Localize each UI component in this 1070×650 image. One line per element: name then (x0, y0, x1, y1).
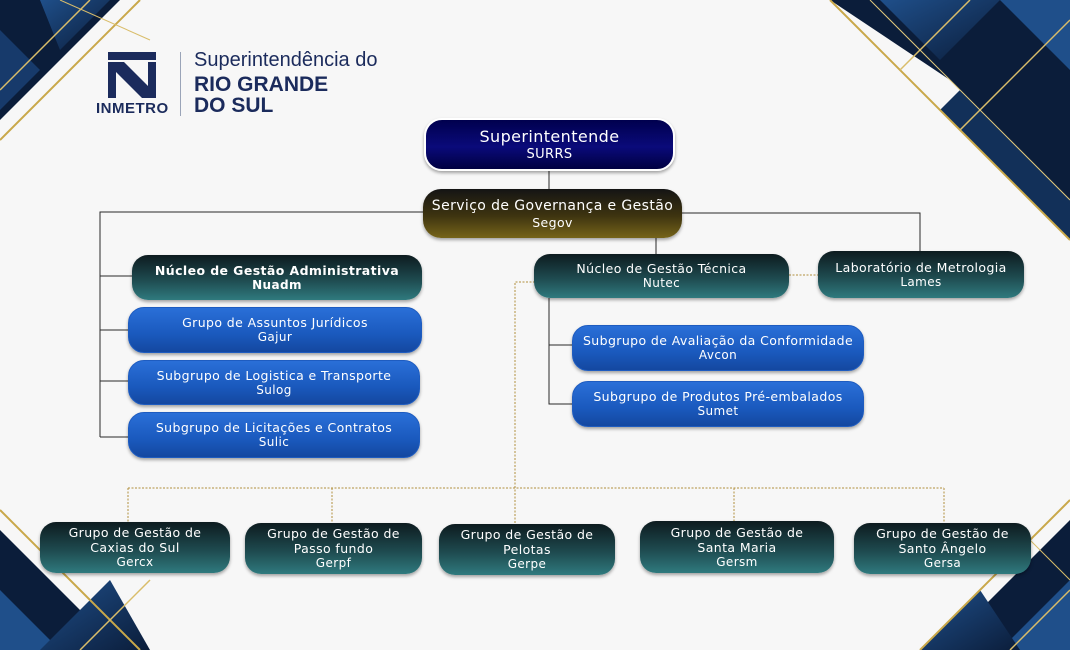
node-sulic: Subgrupo de Licitações e Contratos Sulic (128, 412, 420, 458)
node-abbr: Sumet (697, 404, 739, 418)
node-superintendente: Superintentende SURRS (424, 118, 675, 171)
node-abbr: Gajur (257, 330, 293, 344)
node-gerpf: Grupo de Gestão de Passo fundo Gerpf (245, 523, 422, 574)
node-name: Núcleo de Gestão Administrativa (154, 262, 400, 278)
header-title-line1: RIO GRANDE (194, 73, 329, 96)
corner-bottom-left (0, 509, 151, 650)
node-abbr: Sulog (256, 382, 292, 397)
node-name: Serviço de Governança e Gestão (431, 198, 674, 214)
corner-top-left (0, 0, 151, 141)
connector-nutec-sub (548, 298, 572, 405)
node-sulog: Subgrupo de Logistica e Transporte Sulog (128, 360, 420, 405)
node-name: Subgrupo de Avaliação da Conformidade (582, 333, 854, 348)
connector-segov-left (99, 211, 424, 437)
node-name-line1: Grupo de Gestão de (670, 524, 804, 540)
node-abbr: Gerpe (507, 557, 547, 571)
node-name-line1: Grupo de Gestão de (876, 526, 1009, 541)
node-abbr: Gersa (923, 556, 962, 570)
node-name: Grupo de Assuntos Jurídicos (182, 315, 368, 330)
node-name-line2: Santo Ângelo (898, 541, 987, 556)
node-gerpe: Grupo de Gestão de Pelotas Gerpe (439, 524, 615, 575)
node-name-line1: Grupo de Gestão de (267, 526, 400, 541)
node-gercx: Grupo de Gestão de Caxias do Sul Gercx (40, 522, 230, 573)
node-gajur: Grupo de Assuntos Jurídicos Gajur (128, 307, 422, 353)
node-name: Superintentende (479, 127, 620, 146)
node-abbr: Nutec (642, 276, 681, 290)
header-title: RIO GRANDE DO SUL (194, 74, 328, 116)
inmetro-wordmark: INMETRO (96, 100, 169, 117)
logo-separator (180, 52, 181, 116)
node-abbr: Nuadm (252, 277, 302, 292)
connector-segov-lames (682, 212, 921, 251)
node-name: Núcleo de Gestão Técnica (576, 261, 747, 276)
node-abbr: Gerpf (315, 556, 352, 570)
node-abbr: Gersm (716, 554, 758, 569)
inmetro-logo-icon (108, 52, 156, 98)
node-name-line2: Passo fundo (293, 541, 374, 556)
node-gersm: Grupo de Gestão de Santa Maria Gersm (640, 521, 834, 573)
node-abbr: Avcon (698, 348, 738, 362)
node-name-line1: Grupo de Gestão de (68, 525, 202, 540)
node-abbr: Segov (532, 215, 573, 230)
node-name-line2: Santa Maria (697, 539, 777, 555)
node-name: Subgrupo de Logistica e Transporte (156, 367, 392, 383)
node-avcon: Subgrupo de Avaliação da Conformidade Av… (572, 325, 864, 371)
node-nuadm: Núcleo de Gestão Administrativa Nuadm (132, 255, 422, 300)
header-title-line2: DO SUL (194, 94, 274, 117)
node-name-line1: Grupo de Gestão de (460, 527, 594, 542)
node-gersa: Grupo de Gestão de Santo Ângelo Gersa (854, 523, 1031, 574)
node-segov: Serviço de Governança e Gestão Segov (423, 189, 682, 238)
node-abbr: Lames (900, 274, 942, 289)
header-logo: INMETRO Superintendência do RIO GRANDE D… (94, 48, 394, 128)
node-name: Subgrupo de Licitações e Contratos (155, 420, 393, 435)
node-nutec: Núcleo de Gestão Técnica Nutec (534, 254, 789, 298)
corner-top-right (829, 0, 1070, 241)
header-subtitle: Superintendência do (194, 49, 378, 71)
corner-bottom-right (919, 499, 1070, 650)
node-lames: Laboratório de Metrologia Lames (818, 251, 1024, 298)
node-name-line2: Pelotas (503, 542, 551, 557)
node-name: Laboratório de Metrologia (835, 259, 1007, 275)
node-abbr: SURRS (526, 147, 573, 162)
node-sumet: Subgrupo de Produtos Pré-embalados Sumet (572, 381, 864, 427)
node-name: Subgrupo de Produtos Pré-embalados (593, 389, 843, 404)
node-name-line2: Caxias do Sul (90, 540, 180, 555)
node-abbr: Gercx (116, 555, 154, 569)
node-abbr: Sulic (258, 435, 290, 449)
